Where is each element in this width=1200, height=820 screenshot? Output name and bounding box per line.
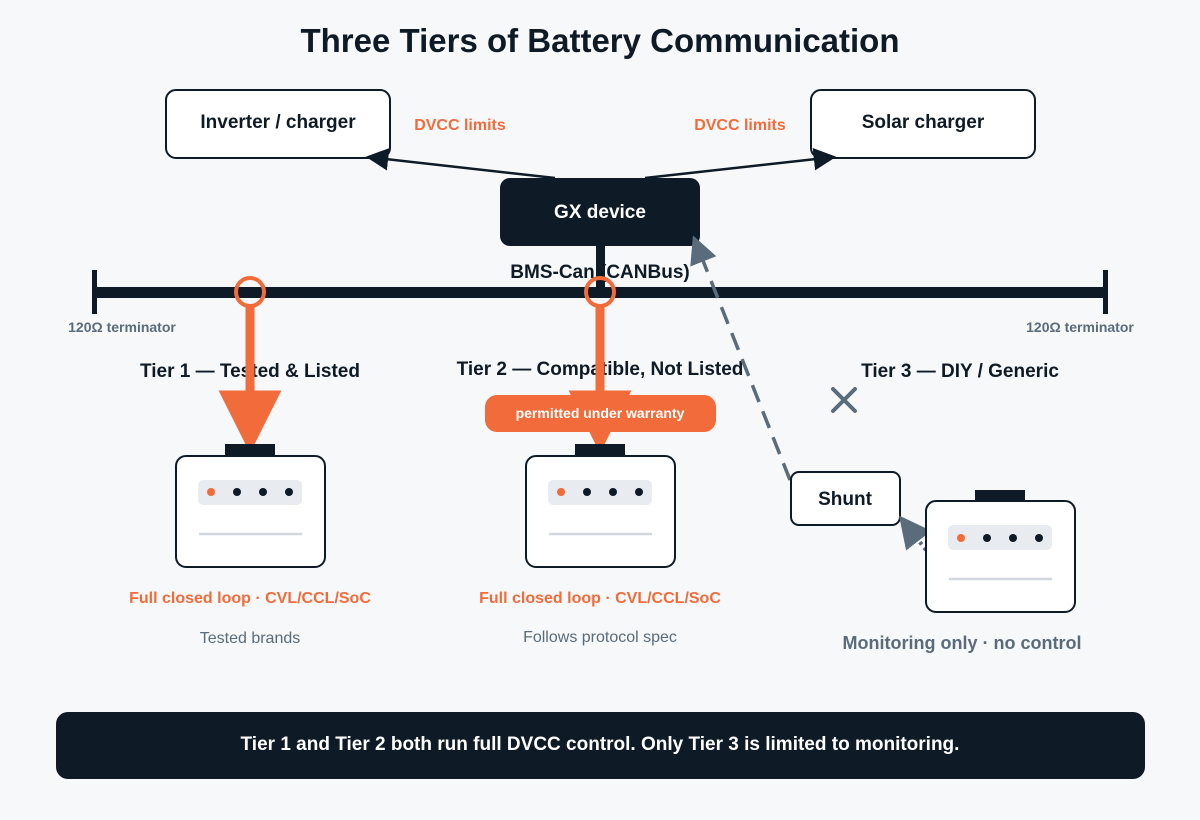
solar-charger-label: Solar charger [862, 112, 985, 133]
dvcc-arrow-right [644, 148, 837, 180]
gx-device-node: GX device [500, 178, 700, 246]
footer-text: Tier 1 and Tier 2 both run full DVCC con… [241, 734, 960, 755]
warranty-badge-label: permitted under warranty [516, 405, 685, 421]
terminator-cap-right [1103, 270, 1108, 314]
tier3-battery [925, 490, 1076, 613]
shunt-to-gx-line [690, 235, 792, 481]
can-bus [92, 270, 1108, 314]
bus-label: BMS-Can (CANBus) [510, 262, 689, 283]
terminator-left-label: 120Ω terminator [68, 319, 176, 335]
terminator-right-label: 120Ω terminator [1026, 319, 1134, 335]
tier3-heading: Tier 3 — DIY / Generic [861, 361, 1059, 382]
x-mark-icon [831, 387, 857, 413]
tier3-capability: Monitoring only · no control [843, 633, 1082, 653]
tier2-battery [525, 444, 676, 568]
shunt-node: Shunt [790, 471, 901, 526]
tier2-capability: Full closed loop · CVL/CCL/SoC [479, 590, 721, 607]
inverter-charger-node: Inverter / charger [165, 89, 391, 159]
gx-bus-stem [596, 244, 605, 292]
dvcc-limits-left: DVCC limits [414, 117, 506, 134]
warranty-badge: permitted under warranty [485, 395, 716, 432]
gx-device-label: GX device [554, 202, 646, 223]
diagram-title: Three Tiers of Battery Communication [300, 22, 899, 59]
tier2-note: Follows protocol spec [523, 629, 677, 646]
dvcc-limits-right: DVCC limits [694, 117, 786, 134]
tier1-note: Tested brands [200, 630, 301, 647]
tier1-battery [175, 444, 326, 568]
solar-charger-node: Solar charger [810, 89, 1036, 159]
tier1-capability: Full closed loop · CVL/CCL/SoC [129, 590, 371, 607]
dvcc-arrow-left [365, 148, 556, 180]
footer-banner: Tier 1 and Tier 2 both run full DVCC con… [56, 712, 1145, 779]
tier2-bus-node [584, 276, 616, 308]
shunt-label: Shunt [818, 489, 872, 510]
inverter-charger-label: Inverter / charger [200, 112, 356, 133]
battery3-to-shunt-line [899, 515, 932, 552]
tier1-bus-node [234, 276, 266, 308]
terminator-cap-left [92, 270, 97, 314]
